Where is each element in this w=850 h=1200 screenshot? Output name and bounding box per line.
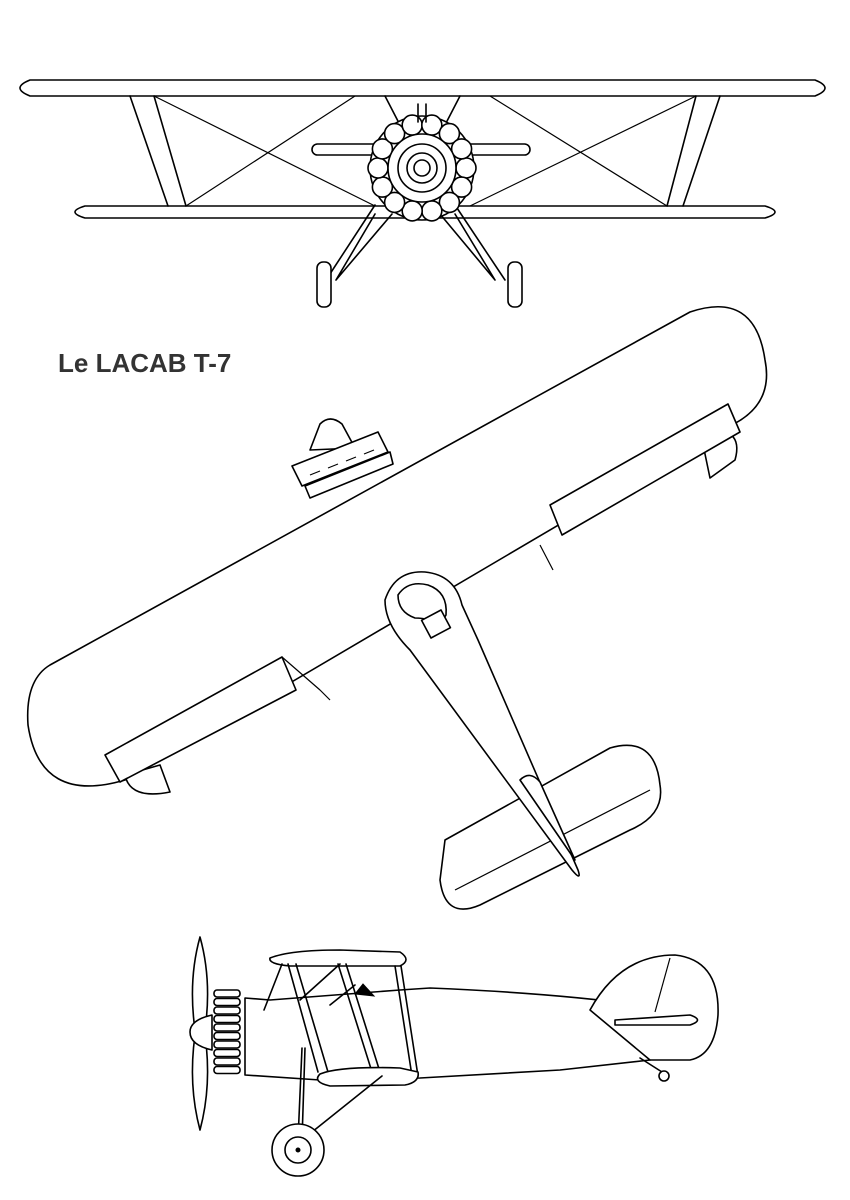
front-radial-engine [368, 115, 476, 221]
engine-cylinder [452, 139, 472, 159]
side-engine-cylinder [214, 1067, 240, 1074]
front-prop-stub [418, 104, 426, 122]
front-right-wheel [508, 262, 522, 307]
front-right-outer-strut [667, 96, 720, 206]
side-engine-cylinders [214, 990, 240, 1074]
plan-aileron-right [550, 404, 740, 535]
side-lower-wing [318, 1068, 419, 1086]
front-upper-wing [20, 80, 825, 96]
engine-cylinder [385, 124, 405, 144]
plan-aileron-left [105, 657, 296, 782]
front-view [20, 80, 825, 307]
side-wheel-axle [296, 1148, 300, 1152]
side-spinner [190, 1015, 212, 1050]
engine-cylinder [368, 158, 388, 178]
side-engine-cylinder [214, 1050, 240, 1057]
front-left-outer-strut [130, 96, 186, 206]
side-engine-cylinder [214, 1007, 240, 1014]
side-propeller-bottom-blade [192, 1035, 207, 1130]
side-engine-cylinder [214, 999, 240, 1006]
front-bracing-wires [154, 96, 696, 206]
engine-cylinder [385, 192, 405, 212]
plan-engine-detail [292, 419, 393, 498]
plan-wing-panel-lines [282, 545, 553, 700]
side-engine-cylinder [214, 1058, 240, 1065]
engine-cylinder [439, 124, 459, 144]
side-engine-cylinder [214, 990, 240, 997]
side-tail-wheel [659, 1071, 669, 1081]
side-pilot-headrest [355, 984, 374, 996]
engine-cylinder [452, 177, 472, 197]
plan-fin [520, 775, 575, 860]
side-engine-cylinder [214, 1024, 240, 1031]
side-engine-cylinder [214, 1041, 240, 1048]
side-horizontal-stabilizer [615, 1015, 698, 1025]
side-rudder-hinge [655, 958, 670, 1012]
side-upper-wing [270, 950, 406, 966]
engine-cylinder [422, 201, 442, 221]
engine-cylinder [439, 192, 459, 212]
engine-cylinder [402, 115, 422, 135]
engine-cylinder [372, 139, 392, 159]
front-landing-gear [326, 205, 505, 280]
front-left-wheel [317, 262, 331, 307]
side-vertical-tail [590, 955, 718, 1060]
side-engine-cylinder [214, 1033, 240, 1040]
engine-cylinder [456, 158, 476, 178]
front-cabane-struts [385, 96, 460, 125]
top-view [28, 307, 767, 909]
plan-wing [28, 307, 767, 786]
side-view [190, 937, 718, 1176]
side-engine-cylinder [214, 1016, 240, 1023]
side-struts [264, 964, 418, 1076]
plan-windscreen [422, 610, 451, 638]
plan-fuselage [385, 572, 579, 876]
drawing-title: Le LACAB T-7 [58, 348, 232, 378]
side-tail-skid [640, 1058, 662, 1072]
